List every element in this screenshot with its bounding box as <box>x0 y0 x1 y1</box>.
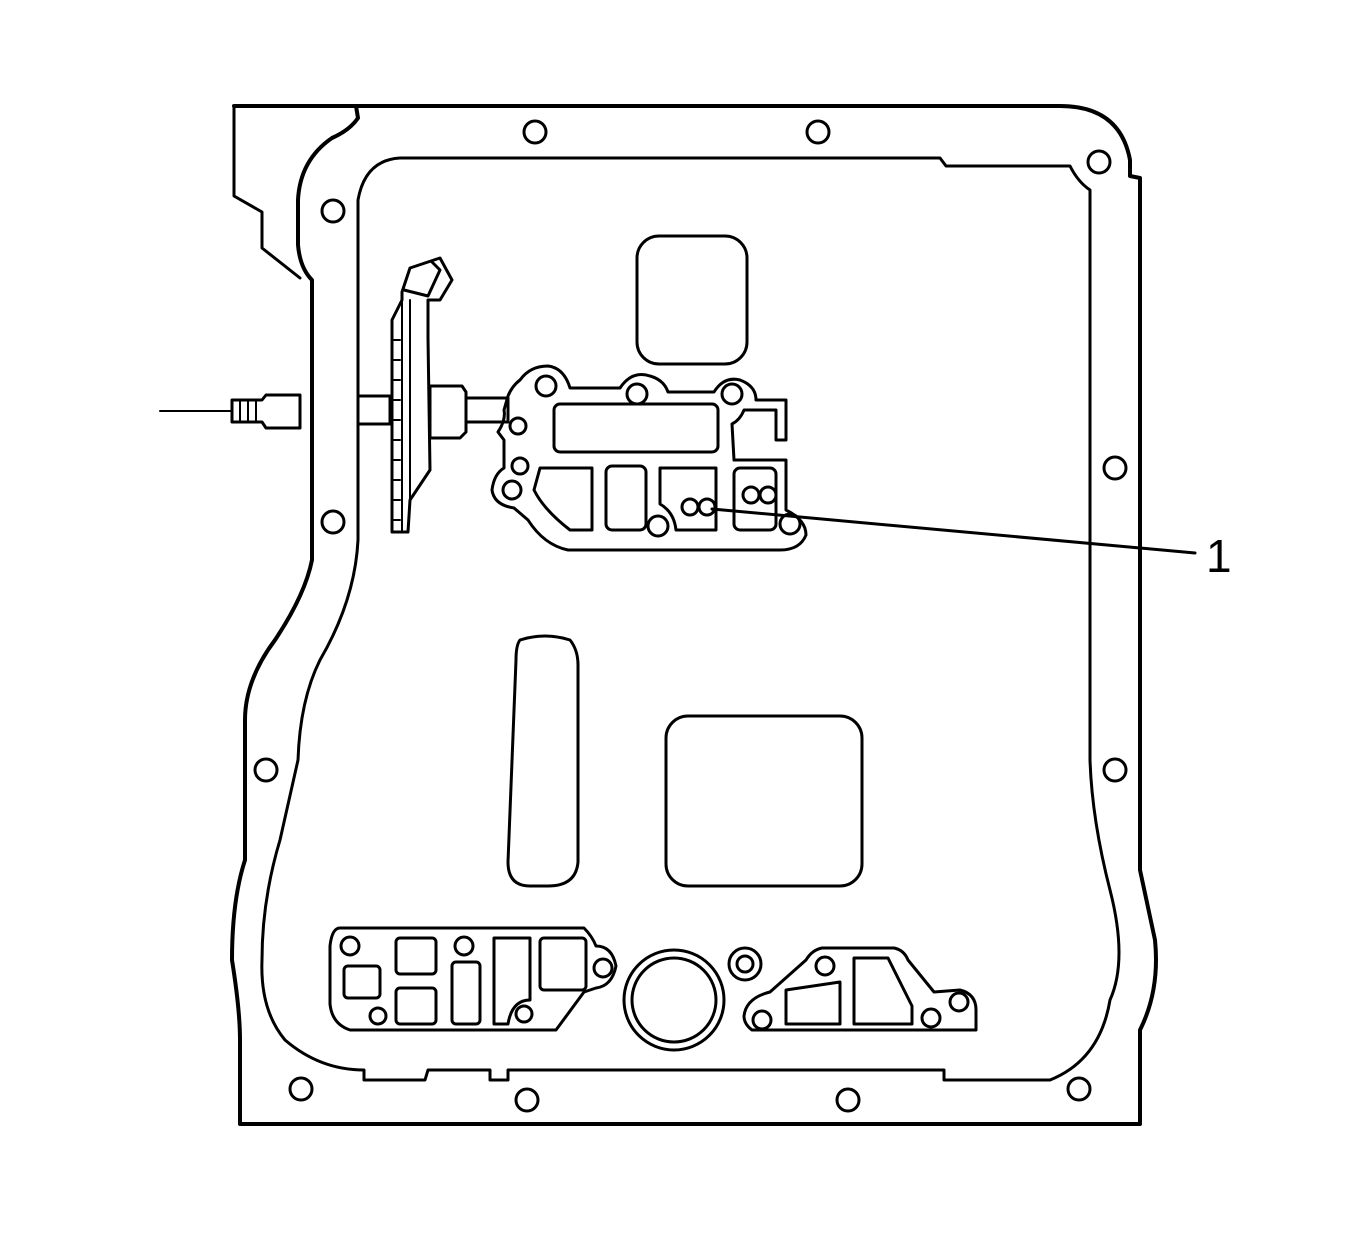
gasket-small-hole <box>680 497 700 517</box>
lower-gasket-port <box>450 960 482 1026</box>
shaft-collar <box>428 384 468 440</box>
lower-gasket-left-outline <box>328 926 618 1032</box>
bolt-hole <box>1102 455 1128 481</box>
lower-gasket-hole <box>514 1004 534 1024</box>
bolt-hole <box>835 1087 861 1113</box>
lower-gasket-hole <box>920 1007 942 1029</box>
lower-gasket-port <box>784 980 842 1026</box>
shaft-extension <box>464 396 510 424</box>
bolt-hole <box>805 119 831 145</box>
detent-plate <box>390 256 454 534</box>
gasket-bolt-hole <box>778 512 802 536</box>
filter-seal-inner <box>630 956 718 1044</box>
small-ring-inner <box>735 954 755 974</box>
bolt-hole <box>522 119 548 145</box>
manual-shaft-assembly <box>159 256 510 534</box>
gasket-small-hole <box>697 497 717 517</box>
detent-teeth <box>393 339 401 521</box>
gasket-outline <box>490 364 808 552</box>
filter-seal-ring <box>622 948 726 1052</box>
gasket-bolt-hole <box>720 382 744 406</box>
upper-opening <box>635 234 749 366</box>
lower-gasket-right <box>742 946 978 1032</box>
bolt-hole <box>1066 1076 1092 1102</box>
gasket-bolt-hole <box>501 479 523 501</box>
lower-gasket-port <box>852 956 914 1026</box>
callout-label: 1 <box>1206 530 1232 582</box>
gasket-inner-line <box>260 156 1121 1082</box>
bolt-holes <box>253 119 1128 1113</box>
gasket-bolt-hole <box>646 514 670 538</box>
lower-gasket-hole <box>592 957 614 979</box>
tall-slot <box>506 634 580 888</box>
lower-gasket-port <box>394 986 438 1026</box>
gasket-bolt-hole <box>510 456 530 476</box>
bolt-hole <box>253 757 279 783</box>
lower-gasket-left <box>328 926 618 1032</box>
lower-gasket-hole <box>339 935 361 957</box>
gasket-port <box>552 402 720 454</box>
gasket-port <box>604 464 648 532</box>
pan-left-tab <box>232 104 302 280</box>
callout-leader-line <box>710 507 1197 555</box>
bolt-hole <box>1086 149 1112 175</box>
bolt-hole <box>514 1087 540 1113</box>
gasket-small-hole <box>758 485 778 505</box>
lower-gasket-port <box>342 964 382 1000</box>
lower-gasket-port <box>538 936 588 992</box>
lower-gasket-hole <box>948 991 970 1013</box>
small-ring-outer <box>727 946 763 982</box>
gasket-small-hole <box>741 485 761 505</box>
gasket-port <box>532 466 594 532</box>
gasket-port <box>658 466 718 532</box>
lower-gasket-hole <box>751 1009 773 1031</box>
shaft-body <box>356 394 392 426</box>
gasket-bolt-hole <box>534 374 558 398</box>
filter-seal-outer <box>622 948 726 1052</box>
lower-gasket-port <box>492 936 532 1026</box>
lower-gasket-hole <box>453 935 475 957</box>
bolt-hole <box>288 1076 314 1102</box>
gasket-bolt-hole <box>508 416 528 436</box>
pan-outer-flange <box>230 104 1158 1126</box>
lower-gasket-hole <box>814 955 836 977</box>
bolt-hole <box>1102 757 1128 783</box>
gasket-bolt-hole <box>625 382 649 406</box>
lower-opening <box>664 714 864 888</box>
bolt-hole <box>320 509 346 535</box>
gasket-port <box>732 466 778 532</box>
shaft-threaded-end <box>230 393 302 430</box>
detent-cap <box>402 260 442 298</box>
lower-gasket-right-outline <box>742 946 978 1032</box>
valve-body-gasket <box>490 364 808 552</box>
lower-gasket-port <box>394 936 438 976</box>
bolt-hole <box>320 198 346 224</box>
small-ring <box>727 946 763 982</box>
lower-gasket-hole <box>368 1006 388 1026</box>
